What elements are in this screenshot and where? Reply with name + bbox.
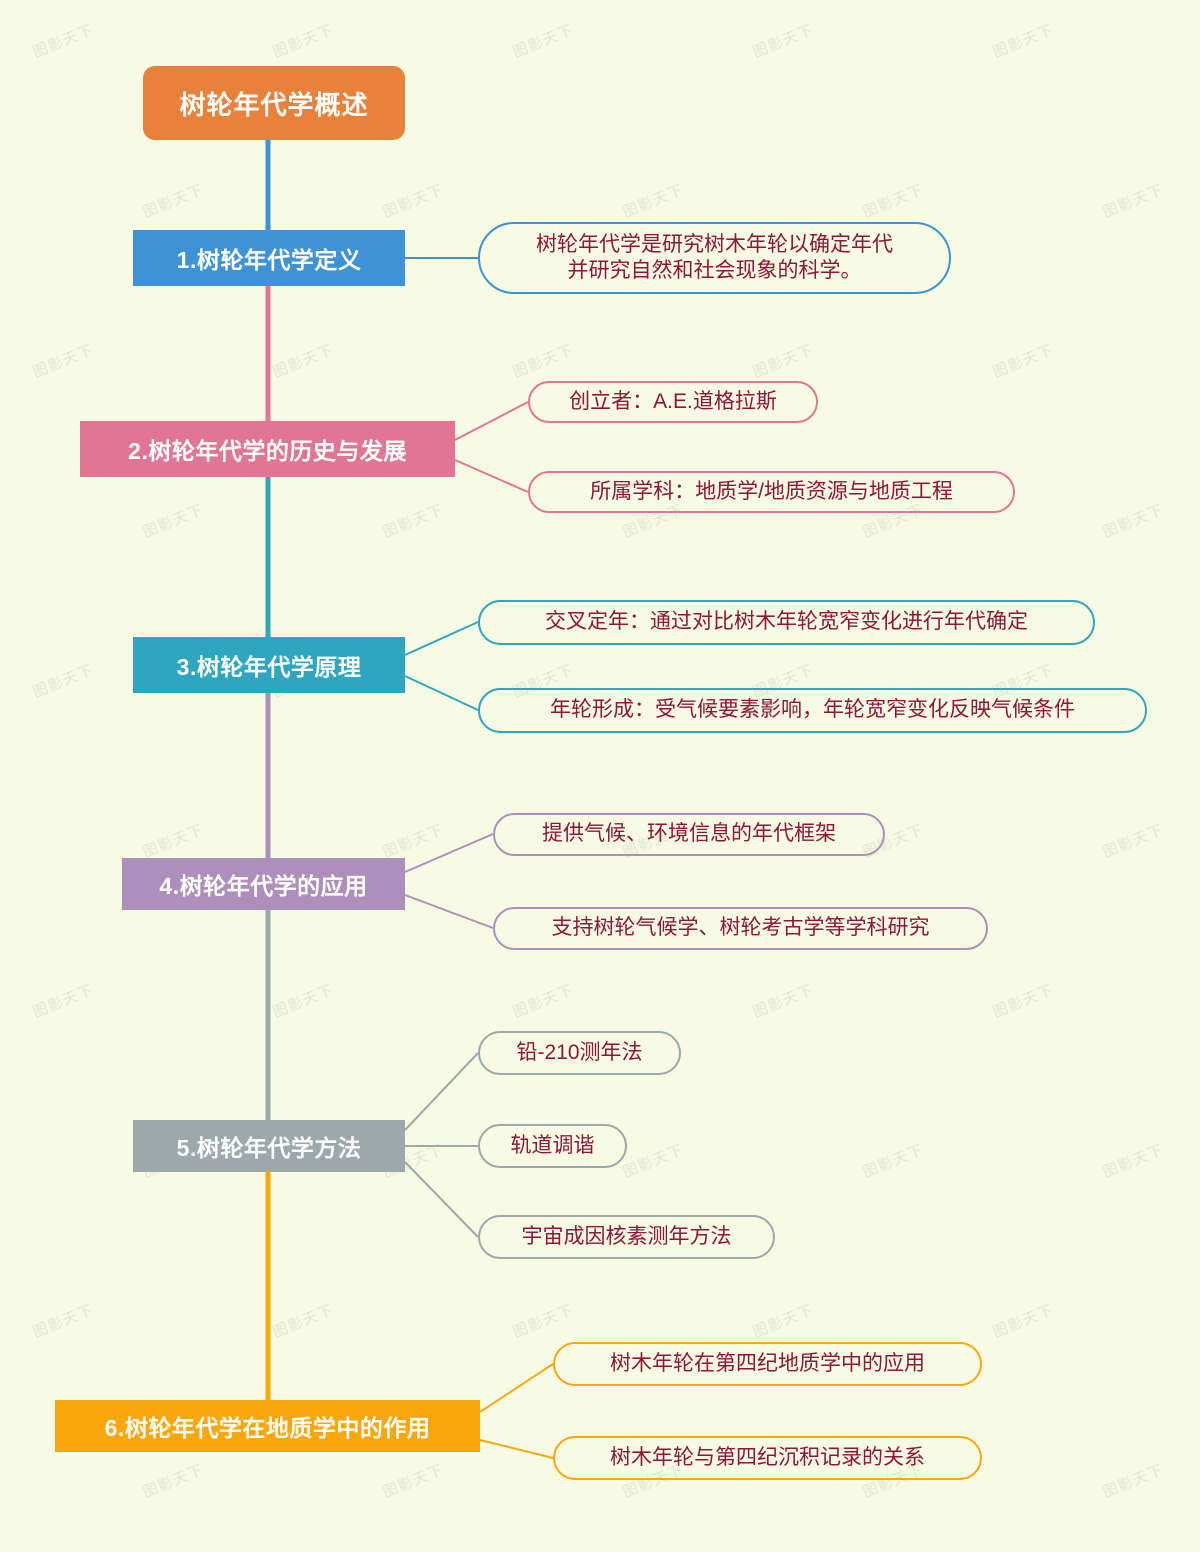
branch-node-6-label: 6.树轮年代学在地质学中的作用	[104, 1415, 431, 1441]
leaf-node-2-1-label: 创立者：A.E.道格拉斯	[569, 389, 777, 413]
leaf-node-5-2[interactable]: 轨道调谐	[478, 1124, 627, 1168]
leaf-node-5-2-label: 轨道调谐	[510, 1133, 595, 1157]
leaf-node-6-1[interactable]: 树木年轮在第四纪地质学中的应用	[553, 1342, 982, 1386]
leaf-node-2-1[interactable]: 创立者：A.E.道格拉斯	[528, 381, 818, 423]
leaf-node-5-1[interactable]: 铅-210测年法	[478, 1031, 681, 1075]
leaf-node-6-2[interactable]: 树木年轮与第四纪沉积记录的关系	[553, 1436, 982, 1480]
branch-node-1[interactable]: 1.树轮年代学定义	[133, 230, 405, 286]
leaf-node-5-1-label: 铅-210测年法	[516, 1040, 643, 1064]
leaf-node-4-1[interactable]: 提供气候、环境信息的年代框架	[493, 813, 885, 856]
branch-node-3-label: 3.树轮年代学原理	[176, 654, 362, 680]
branch-node-5[interactable]: 5.树轮年代学方法	[133, 1120, 405, 1172]
leaf-node-6-2-label: 树木年轮与第四纪沉积记录的关系	[610, 1445, 925, 1469]
leaf-node-5-3[interactable]: 宇宙成因核素测年方法	[478, 1215, 775, 1259]
leaf-node-3-2[interactable]: 年轮形成：受气候要素影响，年轮宽窄变化反映气候条件	[478, 688, 1147, 733]
leaf-node-5-3-label: 宇宙成因核素测年方法	[521, 1224, 732, 1248]
branch-node-2[interactable]: 2.树轮年代学的历史与发展	[80, 421, 455, 477]
leaf-node-2-2-label: 所属学科：地质学/地质资源与地质工程	[590, 479, 953, 503]
branch-node-5-label: 5.树轮年代学方法	[176, 1135, 362, 1161]
root-node-label: 树轮年代学概述	[179, 89, 369, 120]
leaf-node-4-2[interactable]: 支持树轮气候学、树轮考古学等学科研究	[493, 907, 988, 950]
leaf-node-3-2-label: 年轮形成：受气候要素影响，年轮宽窄变化反映气候条件	[550, 698, 1075, 722]
leaf-node-1-1[interactable]: 树轮年代学是研究树木年轮以确定年代 并研究自然和社会现象的科学。	[478, 222, 951, 294]
leaf-node-1-1-label: 树轮年代学是研究树木年轮以确定年代 并研究自然和社会现象的科学。	[536, 232, 893, 282]
root-node[interactable]: 树轮年代学概述	[143, 66, 405, 140]
branch-node-4[interactable]: 4.树轮年代学的应用	[122, 858, 405, 910]
branch-node-3[interactable]: 3.树轮年代学原理	[133, 637, 405, 693]
leaf-node-3-1-label: 交叉定年：通过对比树木年轮宽窄变化进行年代确定	[545, 610, 1028, 634]
leaf-node-2-2[interactable]: 所属学科：地质学/地质资源与地质工程	[528, 471, 1015, 513]
leaf-node-6-1-label: 树木年轮在第四纪地质学中的应用	[610, 1351, 925, 1375]
branch-node-6[interactable]: 6.树轮年代学在地质学中的作用	[55, 1400, 480, 1452]
leaf-node-4-1-label: 提供气候、环境信息的年代框架	[542, 822, 836, 846]
branch-node-2-label: 2.树轮年代学的历史与发展	[128, 438, 407, 464]
leaf-node-3-1[interactable]: 交叉定年：通过对比树木年轮宽窄变化进行年代确定	[478, 600, 1095, 645]
leaf-node-4-2-label: 支持树轮气候学、树轮考古学等学科研究	[551, 916, 930, 940]
branch-node-1-label: 1.树轮年代学定义	[176, 247, 362, 273]
branch-node-4-label: 4.树轮年代学的应用	[159, 873, 368, 899]
